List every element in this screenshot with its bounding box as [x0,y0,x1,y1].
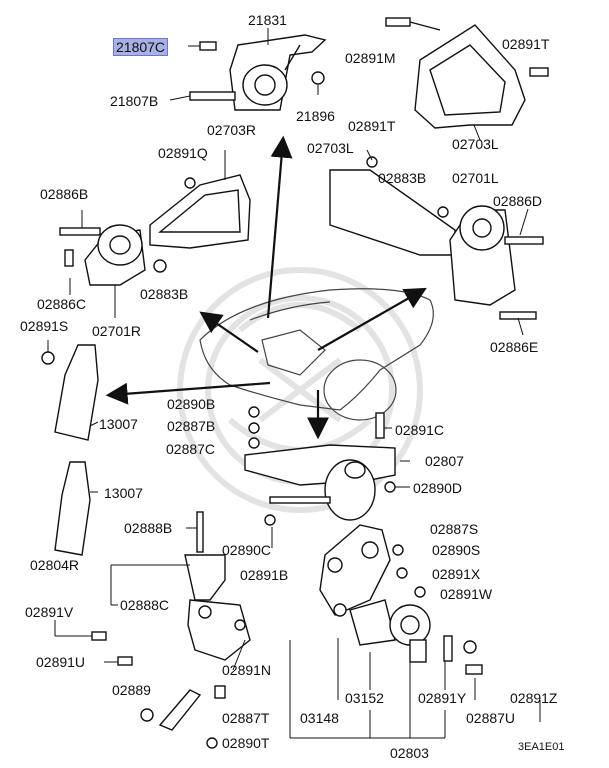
part-label[interactable]: 02891M [345,50,396,66]
figure-code: 3EA1E01 [518,741,565,753]
part-label[interactable]: 02888B [124,520,173,536]
part-label[interactable]: 02891T [502,36,550,52]
leader-arrows [105,135,427,440]
part-label[interactable]: 02887T [222,710,270,726]
mount-02701R [59,224,167,286]
part-label[interactable]: 02891B [240,567,289,583]
part-label[interactable]: 02889 [112,682,151,698]
part-label[interactable]: 02891N [222,662,272,678]
part-label[interactable]: 02891C [395,422,445,438]
part-label[interactable]: 21896 [296,108,335,124]
part-label[interactable]: 02890D [413,480,463,496]
part-label[interactable]: 02891X [432,566,481,582]
bracket-02804R [91,511,251,699]
part-label[interactable]: 21807C [113,38,169,56]
part-label[interactable]: 02887S [430,521,479,537]
part-label[interactable]: 02886B [40,186,89,202]
bracket-21831 [189,34,327,111]
label-leader-lines [47,28,541,739]
part-label[interactable]: 02891Q [158,145,208,161]
part-label[interactable]: 02887U [466,710,516,726]
bracket-02703R [149,174,251,249]
part-label[interactable]: 02883B [140,286,189,302]
mount-02803 [319,524,483,675]
part-label[interactable]: 02891V [25,604,74,620]
part-label[interactable]: 02887B [167,418,216,434]
part-label[interactable]: 02890C [222,542,272,558]
part-label[interactable]: 02804R [30,557,80,573]
part-label[interactable]: 02886C [37,296,87,312]
part-label[interactable]: 02701L [452,170,499,186]
mount-02701L [329,156,544,320]
part-label[interactable]: 02703L [307,140,354,156]
part-label[interactable]: 21807B [110,93,159,109]
part-label[interactable]: 02887C [166,441,216,457]
part-label[interactable]: 02891T [348,118,396,134]
part-label[interactable]: 13007 [104,485,143,501]
part-label[interactable]: 02886E [490,339,539,355]
part-label[interactable]: 02701R [92,323,142,339]
part-label[interactable]: 02890T [222,735,270,751]
strip-13007 [41,344,99,556]
part-label[interactable]: 02703L [452,136,499,152]
part-label[interactable]: 02891Z [510,690,558,706]
part-label[interactable]: 02807 [425,453,464,469]
part-label[interactable]: 02890B [167,396,216,412]
crossmember-02807 [244,406,396,526]
part-label[interactable]: 02891W [440,586,493,602]
part-label[interactable]: 02883B [378,170,427,186]
part-label[interactable]: 02703R [207,122,257,138]
link-02889 [140,689,218,749]
part-label[interactable]: 02891U [36,654,86,670]
part-label[interactable]: 02803 [390,745,429,761]
bracket-02703L [385,17,549,129]
part-label[interactable]: 13007 [99,416,138,432]
part-label[interactable]: 21831 [248,12,287,28]
part-label[interactable]: 02891S [20,318,69,334]
part-label[interactable]: 02891Y [418,690,467,706]
part-label[interactable]: 02888C [120,597,170,613]
part-label[interactable]: 02886D [493,193,543,209]
vehicle-outline [199,288,434,421]
part-label[interactable]: 03152 [345,690,384,706]
part-label[interactable]: 02890S [432,542,481,558]
part-label[interactable]: 03148 [300,710,339,726]
